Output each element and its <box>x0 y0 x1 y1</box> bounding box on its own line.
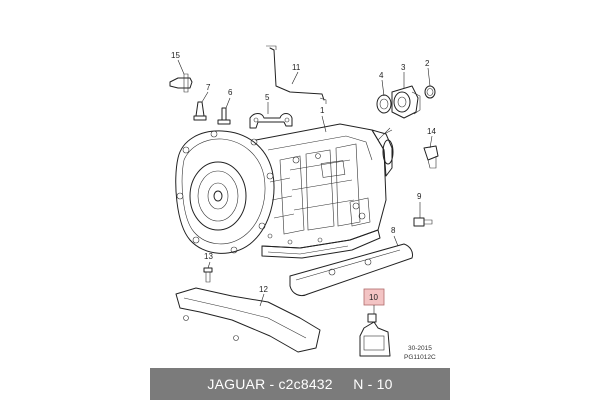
exploded-parts-diagram: 1 2 3 4 5 6 7 8 9 10 11 12 13 14 15 30-2… <box>169 45 439 361</box>
drawing-code: PG11012C <box>404 354 436 361</box>
stud-7[interactable] <box>193 101 207 121</box>
item-reference: N - 10 <box>353 376 393 392</box>
callout-numbers: 1 2 3 4 5 6 7 8 9 10 11 12 13 14 15 <box>171 51 436 302</box>
heat-shield-8[interactable] <box>289 243 413 297</box>
callout-13: 13 <box>204 252 213 261</box>
o-ring-2[interactable] <box>424 85 436 99</box>
seal-4[interactable] <box>376 94 392 114</box>
breather-15[interactable] <box>169 73 193 93</box>
callout-3: 3 <box>401 63 406 72</box>
leader-lines <box>177 59 433 314</box>
callout-10: 10 <box>369 293 378 302</box>
spacer <box>333 376 353 392</box>
fluid-bottle-10[interactable] <box>359 313 391 357</box>
callout-2: 2 <box>425 59 430 68</box>
dipstick-tube[interactable] <box>266 45 327 104</box>
callout-14: 14 <box>427 127 436 136</box>
callout-9: 9 <box>417 192 422 201</box>
separator: - <box>265 376 279 392</box>
transmission-assembly[interactable] <box>175 123 394 259</box>
part-info-bar: JAGUAR - c2c8432 N - 10 <box>150 368 450 400</box>
output-flange-3[interactable] <box>391 85 421 119</box>
callout-11: 11 <box>292 63 301 72</box>
date-code: 30-2015 <box>408 345 432 352</box>
brand-label: JAGUAR <box>207 376 266 392</box>
callout-15: 15 <box>171 51 180 60</box>
callout-1: 1 <box>320 106 325 115</box>
callout-4: 4 <box>379 71 384 80</box>
callout-7: 7 <box>206 83 211 92</box>
bolt-6[interactable] <box>217 107 231 125</box>
bolt-13[interactable] <box>203 267 213 283</box>
callout-6: 6 <box>228 88 233 97</box>
sensor-14[interactable] <box>423 145 439 169</box>
heat-shield-12[interactable] <box>175 287 321 353</box>
bolt-9[interactable] <box>413 217 433 227</box>
part-number: c2c8432 <box>278 376 333 392</box>
mounting-bracket[interactable] <box>249 113 293 129</box>
callout-5: 5 <box>265 93 270 102</box>
callout-12: 12 <box>259 285 268 294</box>
callout-8: 8 <box>391 226 396 235</box>
